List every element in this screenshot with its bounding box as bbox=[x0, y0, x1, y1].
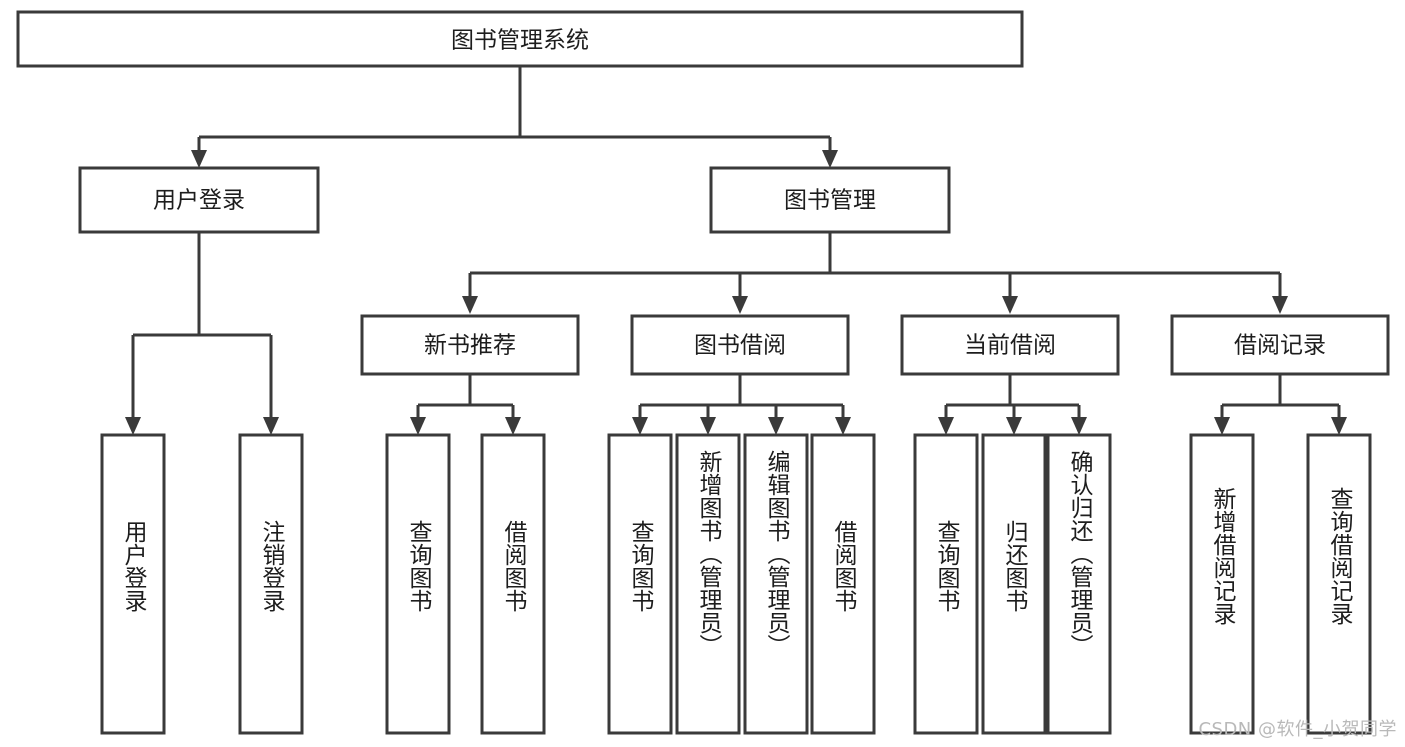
node-borrow-record[interactable]: 借阅记录 bbox=[1170, 314, 1390, 376]
arrow-head-icon bbox=[125, 417, 141, 435]
leaf-node[interactable]: 新增图书（管理员） bbox=[675, 433, 741, 735]
node-user-login-label: 用户登录 bbox=[153, 188, 245, 214]
connector-group-borrowrecord-leaves bbox=[1214, 374, 1347, 435]
arrow-head-icon bbox=[768, 417, 784, 435]
leaf-bookborrow-add-box[interactable] bbox=[675, 433, 741, 735]
csdn-watermark: CSDN @软件_小贺同学 bbox=[1198, 719, 1397, 740]
node-new-book-recommend-label: 新书推荐 bbox=[424, 333, 516, 359]
node-current-borrow-label: 当前借阅 bbox=[964, 333, 1056, 359]
node-borrow-record-box[interactable] bbox=[1170, 314, 1390, 376]
node-current-borrow-box[interactable] bbox=[900, 314, 1120, 376]
node-book-borrow[interactable]: 图书借阅 bbox=[630, 314, 850, 376]
leaf-bookborrow-borrow-box[interactable] bbox=[810, 433, 876, 735]
node-book-borrow-box[interactable] bbox=[630, 314, 850, 376]
leaf-node[interactable]: 注销登录 bbox=[238, 433, 304, 735]
leaf-currentborrow-query-box[interactable] bbox=[913, 433, 979, 735]
leaf-node[interactable]: 查询借阅记录 bbox=[1306, 433, 1372, 735]
node-borrow-record-label: 借阅记录 bbox=[1234, 333, 1326, 359]
leaf-bookborrow-edit-label: 编辑图书（管理员） bbox=[763, 450, 791, 657]
leaf-logout-box[interactable] bbox=[238, 433, 304, 735]
connector-group-book-mgmt bbox=[462, 232, 1288, 314]
node-book-management-label: 图书管理 bbox=[784, 188, 876, 214]
arrow-head-icon bbox=[835, 417, 851, 435]
node-book-management[interactable]: 图书管理 bbox=[709, 166, 951, 234]
leaf-borrowrecord-query-label: 查询借阅记录 bbox=[1326, 487, 1354, 625]
leaf-newbook-borrow-box[interactable] bbox=[480, 433, 546, 735]
arrow-head-icon bbox=[462, 296, 478, 314]
arrow-head-icon bbox=[822, 150, 838, 168]
connector-group-currentborrow-leaves bbox=[938, 374, 1087, 435]
arrow-head-icon bbox=[1071, 417, 1087, 435]
leaf-borrowrecord-query-box[interactable] bbox=[1306, 433, 1372, 735]
leaf-user-login-label: 用户登录 bbox=[120, 520, 148, 612]
leaf-newbook-query-box[interactable] bbox=[385, 433, 451, 735]
leaf-node[interactable]: 借阅图书 bbox=[810, 433, 876, 735]
leaf-borrowrecord-add-label: 新增借阅记录 bbox=[1209, 487, 1237, 625]
node-user-login-box[interactable] bbox=[78, 166, 320, 234]
arrow-head-icon bbox=[632, 417, 648, 435]
leaf-borrowrecord-add-box[interactable] bbox=[1189, 433, 1255, 735]
node-user-login[interactable]: 用户登录 bbox=[78, 166, 320, 234]
leaf-node[interactable]: 用户登录 bbox=[100, 433, 166, 735]
leaf-currentborrow-return-label: 归还图书 bbox=[1001, 520, 1029, 612]
leaf-node[interactable]: 编辑图书（管理员） bbox=[743, 433, 809, 735]
node-root-box[interactable] bbox=[16, 10, 1024, 68]
arrow-head-icon bbox=[732, 296, 748, 314]
arrow-head-icon bbox=[505, 417, 521, 435]
leaf-logout-label: 注销登录 bbox=[258, 520, 286, 612]
leaf-currentborrow-return-box[interactable] bbox=[981, 433, 1047, 735]
leaf-bookborrow-borrow-label: 借阅图书 bbox=[830, 520, 858, 612]
connector-group-root bbox=[191, 66, 838, 168]
leaf-node[interactable]: 查询图书 bbox=[607, 433, 673, 735]
leaf-currentborrow-confirm-box[interactable] bbox=[1046, 433, 1112, 735]
leaf-node[interactable]: 借阅图书 bbox=[480, 433, 546, 735]
arrow-head-icon bbox=[700, 417, 716, 435]
node-current-borrow[interactable]: 当前借阅 bbox=[900, 314, 1120, 376]
arrow-head-icon bbox=[263, 417, 279, 435]
leaf-bookborrow-query-box[interactable] bbox=[607, 433, 673, 735]
node-new-book-recommend-box[interactable] bbox=[360, 314, 580, 376]
node-book-borrow-label: 图书借阅 bbox=[694, 333, 786, 359]
leaf-node[interactable]: 查询图书 bbox=[385, 433, 451, 735]
arrow-head-icon bbox=[1272, 296, 1288, 314]
connector-group-user-login-leaves bbox=[125, 232, 279, 435]
arrow-head-icon bbox=[191, 150, 207, 168]
leaf-node[interactable]: 归还图书 bbox=[981, 433, 1047, 735]
node-book-management-box[interactable] bbox=[709, 166, 951, 234]
leaf-node[interactable]: 查询图书 bbox=[913, 433, 979, 735]
leaf-bookborrow-edit-box[interactable] bbox=[743, 433, 809, 735]
node-root[interactable]: 图书管理系统 bbox=[16, 10, 1024, 68]
leaf-currentborrow-confirm-label: 确认归还（管理员） bbox=[1066, 450, 1094, 657]
connector-group-newbook-leaves bbox=[410, 374, 521, 435]
leaf-newbook-query-label: 查询图书 bbox=[405, 520, 433, 612]
leaf-user-login-box[interactable] bbox=[100, 433, 166, 735]
node-new-book-recommend[interactable]: 新书推荐 bbox=[360, 314, 580, 376]
arrow-head-icon bbox=[1006, 417, 1022, 435]
arrow-head-icon bbox=[938, 417, 954, 435]
arrow-head-icon bbox=[1331, 417, 1347, 435]
connector-group-bookborrow-leaves bbox=[632, 374, 851, 435]
leaf-bookborrow-add-label: 新增图书（管理员） bbox=[695, 450, 723, 657]
arrow-head-icon bbox=[1002, 296, 1018, 314]
leaf-node[interactable]: 新增借阅记录 bbox=[1189, 433, 1255, 735]
node-root-label: 图书管理系统 bbox=[451, 28, 589, 54]
arrow-head-icon bbox=[410, 417, 426, 435]
leaf-bookborrow-query-label: 查询图书 bbox=[627, 520, 655, 612]
leaf-newbook-borrow-label: 借阅图书 bbox=[500, 520, 528, 612]
leaf-currentborrow-query-label: 查询图书 bbox=[933, 520, 961, 612]
arrow-head-icon bbox=[1214, 417, 1230, 435]
leaf-node[interactable]: 确认归还（管理员） bbox=[1046, 433, 1112, 735]
